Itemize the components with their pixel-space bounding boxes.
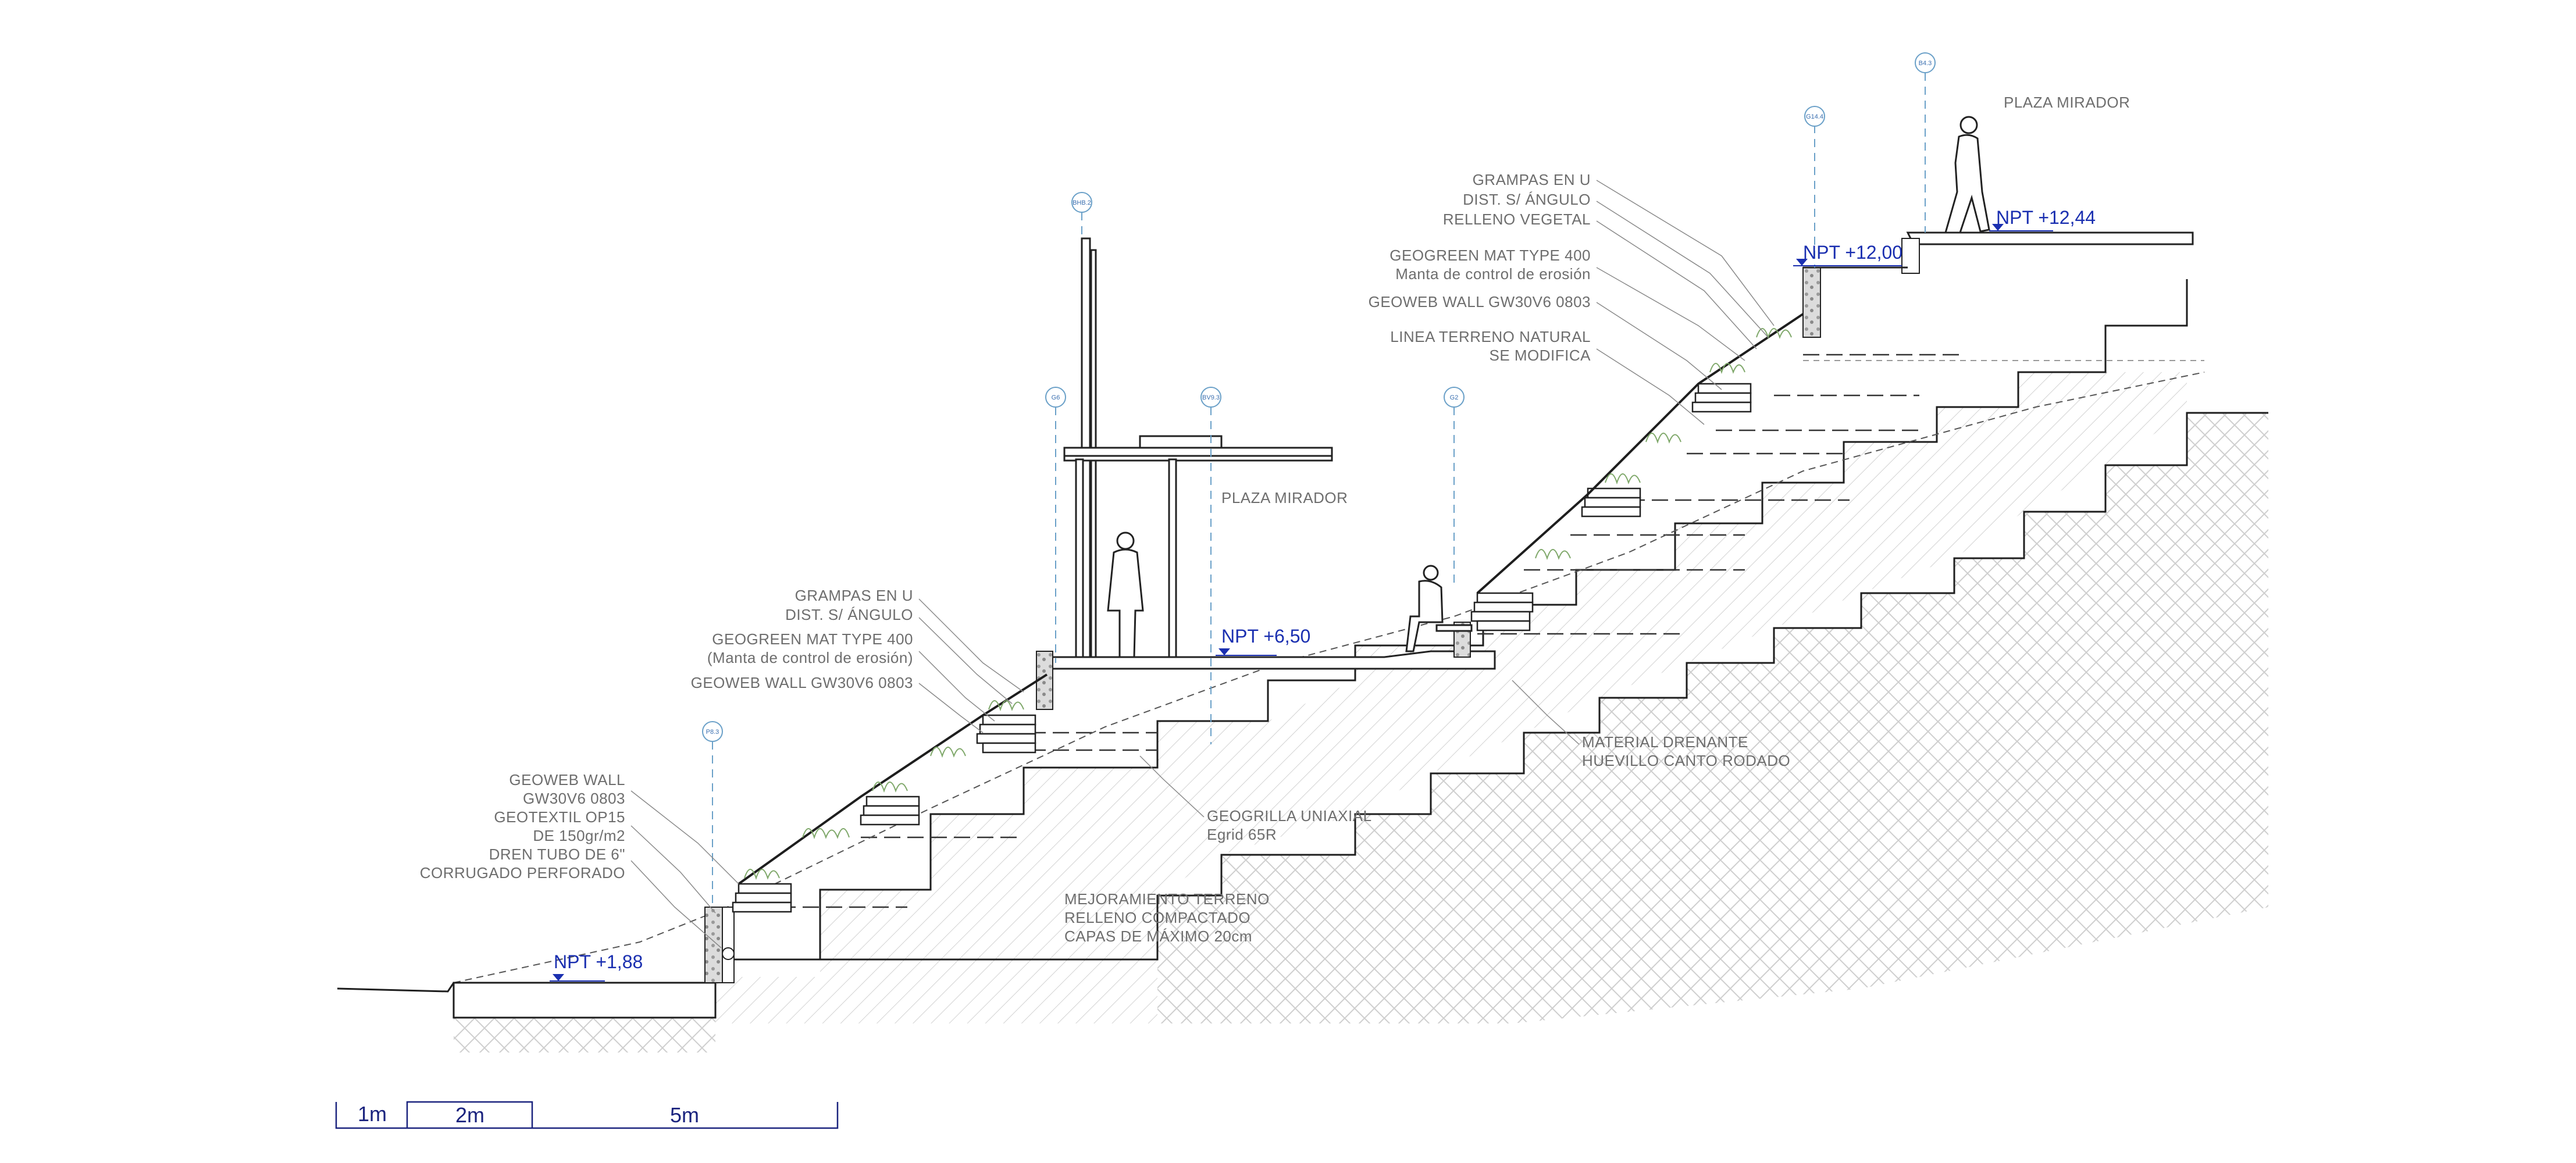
svg-text:CAPAS DE MÁXIMO 20cm: CAPAS DE MÁXIMO 20cm — [1064, 927, 1252, 945]
level-marker-npt-188: NPT +1,88 — [550, 951, 643, 982]
svg-text:B4.3: B4.3 — [1919, 60, 1932, 67]
scale-label-5m: 5m — [670, 1103, 699, 1127]
svg-text:G2: G2 — [1450, 394, 1459, 401]
svg-text:G6: G6 — [1052, 394, 1060, 401]
upper-geogreen-note: GEOGREEN MAT TYPE 400 Manta de control d… — [1389, 247, 1745, 361]
reinforced-fill-steps — [733, 279, 2268, 961]
upper-geoweb-note: GEOWEB WALL GW30V6 0803 — [1369, 293, 1722, 390]
lower-plaza-slab — [453, 982, 717, 1019]
svg-text:NPT +12,44: NPT +12,44 — [1996, 207, 2096, 228]
svg-text:LINEA TERRENO NATURAL: LINEA TERRENO NATURAL — [1390, 328, 1591, 345]
svg-text:DIST. S/ ÁNGULO: DIST. S/ ÁNGULO — [1463, 191, 1591, 208]
scale-label-1m: 1m — [358, 1102, 387, 1126]
level-marker-npt-1200: NPT +12,00 — [1793, 242, 1902, 266]
svg-text:HUEVILLO CANTO RODADO: HUEVILLO CANTO RODADO — [1582, 752, 1790, 769]
svg-text:BV9.3: BV9.3 — [1202, 394, 1220, 401]
upper-linea-note: LINEA TERRENO NATURAL SE MODIFICA — [1390, 328, 1705, 425]
reference-axes — [712, 73, 1926, 907]
svg-text:(Manta de control de erosión): (Manta de control de erosión) — [707, 649, 913, 666]
svg-text:MATERIAL DRENANTE: MATERIAL DRENANTE — [1582, 733, 1748, 751]
svg-text:G14.4: G14.4 — [1806, 113, 1823, 120]
axis-tag-bv93: BV9.3 — [1200, 387, 1221, 408]
material-drenante-note: MATERIAL DRENANTE HUEVILLO CANTO RODADO — [1512, 680, 1790, 769]
mid-grampas-note: GRAMPAS EN U DIST. S/ ÁNGULO — [785, 587, 1024, 704]
axis-tags: B4.3 G14.4 BHB.2 G6 BV9.3 G2 P8.3 — [702, 52, 1936, 742]
mid-geoweb-note: GEOWEB WALL GW30V6 0803 — [691, 674, 984, 733]
svg-text:DE 150gr/m2: DE 150gr/m2 — [533, 827, 625, 844]
axis-tag-b43: B4.3 — [1915, 52, 1936, 73]
mid-geogreen-note: GEOGREEN MAT TYPE 400 (Manta de control … — [707, 630, 995, 722]
vegetation — [744, 328, 1792, 880]
upper-grampas-note: GRAMPAS EN U DIST. S/ ÁNGULO RELLENO VEG… — [1443, 171, 1775, 349]
svg-text:P8.3: P8.3 — [706, 729, 719, 736]
axis-tag-g6: G6 — [1045, 387, 1066, 408]
svg-text:DREN TUBO DE 6": DREN TUBO DE 6" — [489, 846, 625, 863]
svg-text:Egrid 65R: Egrid 65R — [1207, 826, 1277, 843]
svg-text:CORRUGADO PERFORADO: CORRUGADO PERFORADO — [420, 864, 625, 882]
svg-text:GRAMPAS EN U: GRAMPAS EN U — [1473, 171, 1591, 188]
person-standing-mid-icon — [1107, 531, 1144, 658]
svg-text:NPT +1,88: NPT +1,88 — [554, 951, 643, 972]
geogrilla-note: GEOGRILLA UNIAXIAL Egrid 65R — [1139, 755, 1372, 843]
mejoramiento-note: MEJORAMIENTO TERRENO RELLENO COMPACTADO … — [1064, 890, 1270, 945]
svg-text:NPT +6,50: NPT +6,50 — [1221, 626, 1310, 647]
svg-text:GEOGREEN MAT TYPE 400: GEOGREEN MAT TYPE 400 — [1389, 247, 1591, 264]
level-marker-npt-1244: NPT +12,44 — [1989, 207, 2096, 231]
plaza-mirador-mid-label: PLAZA MIRADOR — [1221, 489, 1348, 506]
axis-tag-g2: G2 — [1444, 387, 1465, 408]
axis-tag-bhb2: BHB.2 — [1071, 192, 1092, 213]
svg-text:Manta de control de erosión: Manta de control de erosión — [1395, 265, 1591, 283]
slope-surface — [737, 313, 1804, 885]
svg-text:RELLENO COMPACTADO: RELLENO COMPACTADO — [1064, 909, 1250, 926]
person-seated-icon — [1405, 565, 1473, 652]
low-notes: GEOWEB WALL GW30V6 0803 GEOTEXTIL OP15 D… — [420, 771, 739, 948]
svg-text:DIST. S/ ÁNGULO: DIST. S/ ÁNGULO — [785, 606, 913, 623]
svg-text:GW30V6 0803: GW30V6 0803 — [523, 790, 625, 807]
svg-text:SE MODIFICA: SE MODIFICA — [1489, 347, 1591, 364]
axis-tag-p83: P8.3 — [702, 721, 723, 742]
level-marker-npt-650: NPT +6,50 — [1216, 626, 1310, 656]
svg-text:GEOWEB WALL GW30V6 0803: GEOWEB WALL GW30V6 0803 — [1369, 293, 1591, 311]
person-walking-top-icon — [1944, 116, 1990, 234]
scale-bar: 1m 2m 5m — [335, 1101, 839, 1129]
drain-pipe-icon — [722, 947, 735, 960]
upper-plaza-slab — [1802, 231, 2194, 338]
svg-text:GEOTEXTIL OP15: GEOTEXTIL OP15 — [494, 808, 625, 826]
svg-text:GEOWEB WALL GW30V6 0803: GEOWEB WALL GW30V6 0803 — [691, 674, 913, 691]
svg-text:GEOWEB WALL: GEOWEB WALL — [509, 771, 625, 789]
scale-label-2m: 2m — [455, 1103, 484, 1127]
svg-text:RELLENO VEGETAL: RELLENO VEGETAL — [1443, 211, 1591, 228]
svg-text:GEOGREEN MAT TYPE 400: GEOGREEN MAT TYPE 400 — [712, 630, 913, 648]
svg-text:GRAMPAS EN U: GRAMPAS EN U — [795, 587, 913, 604]
plaza-mirador-top-label: PLAZA MIRADOR — [2004, 94, 2130, 111]
svg-text:BHB.2: BHB.2 — [1073, 199, 1091, 206]
lower-drain-wall — [704, 907, 735, 983]
pergola-structure — [1063, 237, 1333, 658]
svg-text:GEOGRILLA UNIAXIAL: GEOGRILLA UNIAXIAL — [1207, 807, 1372, 825]
svg-text:NPT +12,00: NPT +12,00 — [1803, 242, 1902, 263]
axis-tag-g144: G14.4 — [1804, 106, 1825, 127]
svg-text:MEJORAMIENTO TERRENO: MEJORAMIENTO TERRENO — [1064, 890, 1270, 908]
